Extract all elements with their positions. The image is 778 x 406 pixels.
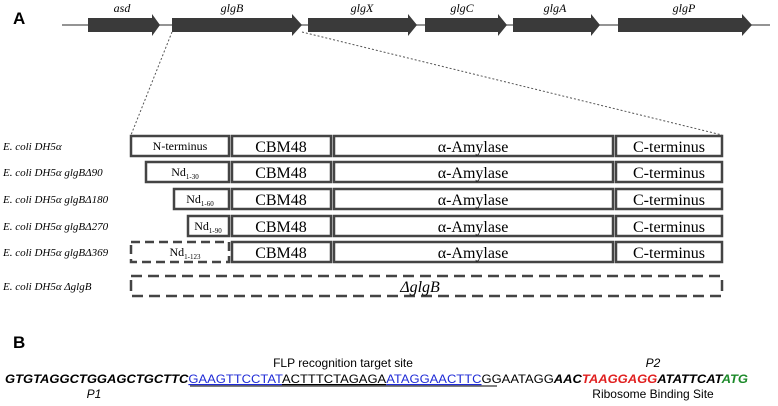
amylase-box: [332, 240, 615, 264]
gene-label-glgC: glgC: [450, 1, 474, 15]
domain-row-wt: [129, 134, 724, 158]
gene-label-glgA: glgA: [544, 1, 567, 15]
cbm48-label: CBM48: [255, 219, 307, 236]
p1-label: P1: [87, 387, 102, 401]
nterm-box: [186, 214, 231, 238]
rbs-label: Ribosome Binding Site: [592, 387, 714, 401]
seq-rbs: TAAGGAGG: [582, 373, 657, 386]
panel-a-label: A: [13, 9, 25, 28]
cterm-label: C-terminus: [633, 245, 705, 262]
cterm-box: [614, 160, 724, 184]
domain-row-d369: [129, 240, 724, 264]
amylase-label: α-Amylase: [438, 139, 509, 156]
seq-frt-left: GAAGTTCCTAT: [188, 373, 282, 386]
cterm-label: C-terminus: [633, 219, 705, 236]
seq-p1-homology: GTGTAGGCTGGAGCTGCTTC: [5, 373, 189, 386]
zoom-line-right: [301, 31, 723, 136]
cbm48-label: CBM48: [255, 165, 307, 182]
cterm-label: C-terminus: [633, 139, 705, 156]
amylase-box: [332, 160, 615, 184]
gene-label-glgX: glgX: [351, 1, 374, 15]
seq-p2-start: AAC: [553, 373, 583, 386]
gene-label-glgB: glgB: [221, 1, 244, 15]
cterm-box: [614, 214, 724, 238]
deletion-box: [129, 274, 724, 298]
cterm-box: [614, 134, 724, 158]
zoom-line-left: [130, 31, 173, 136]
amylase-box: [332, 214, 615, 238]
cbm48-box: [230, 214, 333, 238]
nterm-label: Nd1-90: [194, 219, 222, 235]
cterm-label: C-terminus: [633, 192, 705, 209]
p2-label: P2: [646, 356, 661, 370]
cbm48-label: CBM48: [255, 139, 307, 156]
gene-label-asd: asd: [114, 1, 132, 15]
gene-arrow-glgP: [618, 14, 752, 36]
gene-arrow-glgA: [513, 14, 600, 36]
cterm-box: [614, 240, 724, 264]
strain-label-deltaglgB: E. coli DH5α ΔglgB: [2, 281, 92, 293]
gene-arrow-glgB: [172, 14, 302, 36]
nterm-box: [129, 134, 231, 158]
nterm-box: [172, 187, 231, 211]
gene-arrow-glgC: [425, 14, 507, 36]
nterm-label: Nd1-30: [171, 165, 199, 181]
nterm-box-deleted: [129, 240, 231, 264]
cterm-label: C-terminus: [633, 165, 705, 182]
gene-arrow-glgX: [308, 14, 417, 36]
nterm-label: Nd1-60: [186, 192, 214, 208]
nterm-label: N-terminus: [153, 139, 208, 153]
deletion-label: ΔglgB: [399, 279, 440, 296]
seq-frt-core: ACTTTCTAGAGA: [282, 373, 386, 386]
amylase-box: [332, 187, 615, 211]
gene-arrow-asd: [88, 14, 160, 36]
seq-p2-mid: ATATTCAT: [656, 373, 723, 386]
cbm48-label: CBM48: [255, 245, 307, 262]
amylase-box: [332, 134, 615, 158]
seq-frt-right: ATAGGAACTTC: [386, 373, 481, 386]
strain-label-d90: E. coli DH5α glgBΔ90: [2, 167, 103, 179]
strain-label-d369: E. coli DH5α glgBΔ369: [2, 247, 109, 259]
gene-label-glgP: glgP: [673, 1, 696, 15]
strain-label-wt: E. coli DH5α: [2, 141, 62, 153]
cterm-box: [614, 187, 724, 211]
amylase-label: α-Amylase: [438, 165, 509, 182]
cbm48-label: CBM48: [255, 192, 307, 209]
flp-site-label: FLP recognition target site: [273, 356, 413, 370]
domain-row-d270: [186, 214, 724, 238]
cbm48-box: [230, 160, 333, 184]
strain-label-d180: E. coli DH5α glgBΔ180: [2, 194, 109, 206]
seq-spacer: GGAATAGG: [482, 373, 554, 386]
strain-label-d270: E. coli DH5α glgBΔ270: [2, 221, 109, 233]
seq-start-codon: ATG: [720, 373, 748, 386]
cbm48-box: [230, 134, 333, 158]
domain-row-d90: [144, 160, 724, 184]
domain-row-d180: [172, 187, 724, 211]
cbm48-box: [230, 187, 333, 211]
amylase-label: α-Amylase: [438, 245, 509, 262]
amylase-label: α-Amylase: [438, 219, 509, 236]
nterm-label: Nd1-123: [169, 245, 201, 261]
nterm-box: [144, 160, 231, 184]
panel-b-label: B: [13, 333, 25, 352]
amylase-label: α-Amylase: [438, 192, 509, 209]
cbm48-box: [230, 240, 333, 264]
